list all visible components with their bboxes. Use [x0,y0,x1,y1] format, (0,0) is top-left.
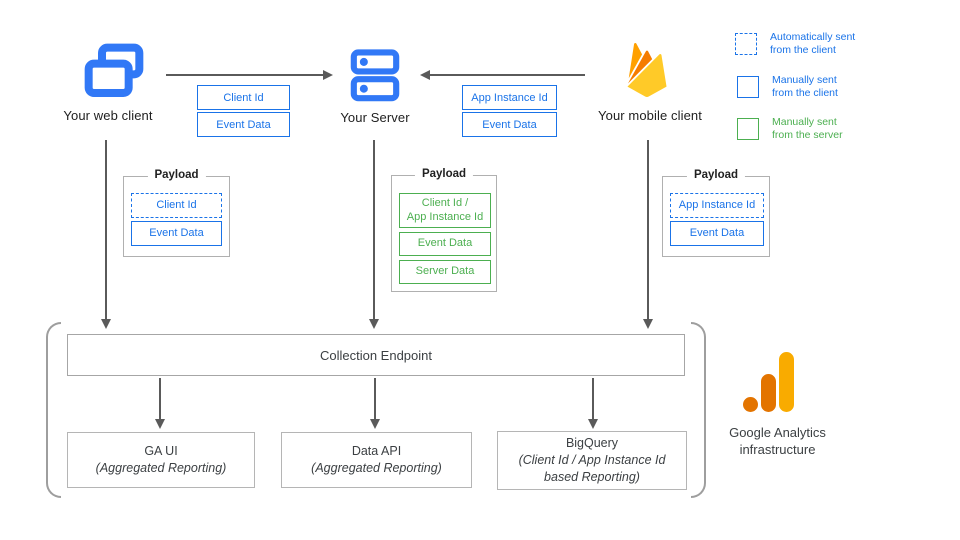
transfer-tag-event-data: Event Data [197,112,290,137]
legend-swatch-solid-blue [737,76,759,98]
legend-label: Manually sent from the client [772,74,838,99]
arrowhead-web-to-endpoint [101,319,111,329]
payload-web-title: Payload [147,169,206,181]
arrowhead-server-to-endpoint [369,319,379,329]
output-subtitle: (Aggregated Reporting) [95,461,227,475]
mobile-client-label: Your mobile client [598,108,702,123]
output-box-bigquery: BigQuery (Client Id / App Instance Id ba… [497,431,687,490]
payload-web: Payload Client Id Event Data [123,169,230,257]
legend-label: Manually sent from the server [772,116,843,141]
payload-server: Payload Client Id / App Instance Id Even… [391,168,497,292]
transfer-tag-event-data-mobile: Event Data [462,112,557,137]
infrastructure-bracket-right [691,322,706,498]
transfer-tag-app-instance-id: App Instance Id [462,85,557,110]
payload-web-item-client-id: Client Id [131,193,222,218]
arrow-mobile-to-endpoint [647,140,649,320]
payload-mobile-item-event-data: Event Data [670,221,764,246]
server-icon [348,48,402,106]
transfer-tag-client-id: Client Id [197,85,290,110]
payload-server-item-server-data: Server Data [399,260,491,284]
arrow-web-to-server [166,74,324,76]
legend-item-manual-client: Manually sent from the client [737,74,838,100]
legend-swatch-dashed-blue [735,33,757,55]
output-box-data-api: Data API (Aggregated Reporting) [281,432,472,488]
arrowhead-web-to-server [323,70,333,80]
output-title: BigQuery [565,436,619,451]
payload-mobile: Payload App Instance Id Event Data [662,169,770,257]
payload-server-title: Payload [414,168,474,180]
firebase-icon [620,38,674,102]
arrow-endpoint-to-bigquery [592,378,594,419]
arrowhead-mobile-to-server [420,70,430,80]
output-box-ga-ui: GA UI (Aggregated Reporting) [67,432,255,488]
google-analytics-logo-icon [741,350,797,416]
web-client-icon [82,41,146,105]
web-client-label: Your web client [63,108,153,123]
legend-item-auto-client: Automatically sent from the client [735,31,855,57]
payload-server-item-event-data: Event Data [399,232,491,256]
arrow-endpoint-to-gaui [159,378,161,419]
collection-endpoint-box: Collection Endpoint [67,334,685,376]
payload-mobile-item-app-instance-id: App Instance Id [670,193,764,218]
arrowhead-endpoint-to-dataapi [370,419,380,429]
arrow-web-to-endpoint [105,140,107,320]
infrastructure-bracket-left [46,322,61,498]
arrow-mobile-to-server [430,74,585,76]
output-subtitle: (Client Id / App Instance Id based Repor… [518,453,666,484]
payload-web-item-event-data: Event Data [131,221,222,246]
server-label: Your Server [340,110,410,125]
legend-label: Automatically sent from the client [770,31,856,56]
arrow-endpoint-to-dataapi [374,378,376,419]
arrow-server-to-endpoint [373,140,375,320]
payload-server-item-ids: Client Id / App Instance Id [399,193,491,228]
output-title: Data API [351,444,402,459]
infrastructure-caption: Google Analytics infrastructure [729,425,826,457]
payload-mobile-title: Payload [686,169,746,181]
arrowhead-endpoint-to-bigquery [588,419,598,429]
legend-swatch-solid-green [737,118,759,140]
arrowhead-mobile-to-endpoint [643,319,653,329]
legend-item-manual-server: Manually sent from the server [737,116,843,142]
output-subtitle: (Aggregated Reporting) [311,461,442,475]
arrowhead-endpoint-to-gaui [155,419,165,429]
output-title: GA UI [144,444,178,459]
